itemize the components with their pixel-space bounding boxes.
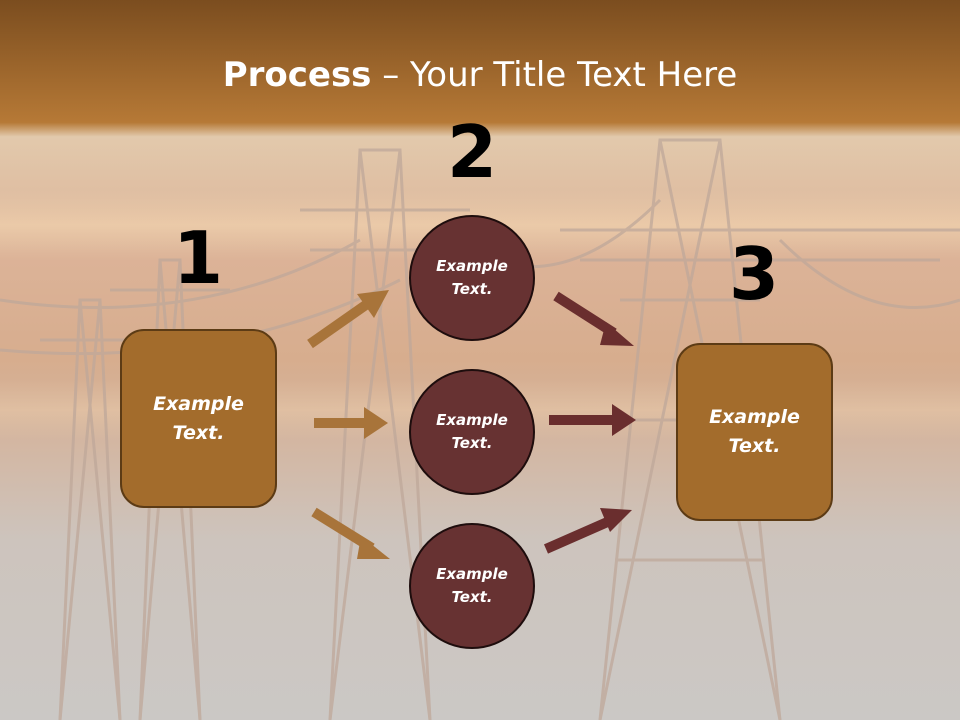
arrow-from-middle-circle	[549, 404, 636, 436]
end-box-label: Example Text.	[709, 406, 800, 457]
middle-circle-label: Example Text.	[436, 411, 508, 452]
middle-circle: Example Text.	[409, 369, 535, 495]
arrow-to-middle-circle	[314, 407, 388, 439]
end-box: Example Text.	[676, 343, 833, 521]
step-number-1: 1	[172, 216, 224, 300]
title-rest: – Your Title Text Here	[371, 55, 738, 95]
title-bold: Process	[222, 55, 372, 95]
step-number-3: 3	[728, 232, 780, 316]
arrow-to-bottom-circle	[311, 507, 390, 559]
start-box: Example Text.	[120, 329, 277, 508]
arrow-from-bottom-circle	[543, 508, 632, 554]
top-circle-label: Example Text.	[436, 257, 508, 298]
slide-title: Process – Your Title Text Here	[0, 52, 960, 98]
arrow-from-top-circle	[553, 291, 634, 346]
bottom-circle-label: Example Text.	[436, 565, 508, 606]
step-number-2: 2	[446, 110, 498, 194]
top-circle: Example Text.	[409, 215, 535, 341]
start-box-label: Example Text.	[153, 392, 244, 444]
bottom-circle: Example Text.	[409, 523, 535, 649]
arrow-to-top-circle	[307, 290, 389, 349]
